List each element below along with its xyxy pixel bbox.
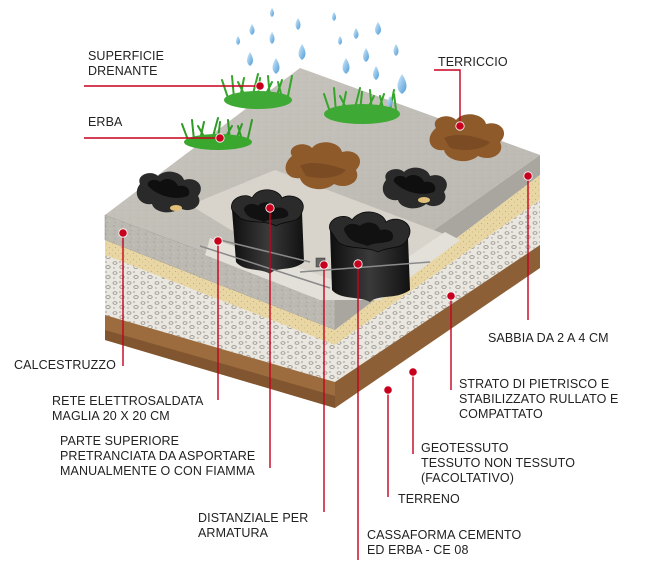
formwork-block-1 <box>231 189 304 274</box>
label-line: TERRICCIO <box>438 55 508 69</box>
label-line: STABILIZZATO RULLATO E <box>459 392 619 406</box>
label-line: TERRENO <box>398 492 460 506</box>
water-drops <box>236 8 407 107</box>
label-superficie-drenante: SUPERFICIE DRENANTE <box>88 49 164 79</box>
label-terreno: TERRENO <box>398 492 460 507</box>
label-line: ED ERBA - CE 08 <box>367 543 469 557</box>
leader-lines <box>84 69 529 560</box>
label-line: MAGLIA 20 X 20 CM <box>52 409 170 423</box>
label-line: CALCESTRUZZO <box>14 358 116 372</box>
grass-tuft-top-right <box>323 87 400 124</box>
label-line: SABBIA DA 2 A 4 CM <box>488 331 609 345</box>
label-distanziale: DISTANZIALE PER ARMATURA <box>198 511 308 541</box>
left-face-soil-shade <box>105 330 335 408</box>
open-cell-left <box>136 171 201 213</box>
label-line: ERBA <box>88 115 123 129</box>
label-parte-superiore: PARTE SUPERIORE PRETRANCIATA DA ASPORTAR… <box>60 434 255 479</box>
label-line: RETE ELETTROSALDATA <box>52 394 204 408</box>
label-geotessuto: GEOTESSUTO TESSUTO NON TESSUTO (FACOLTAT… <box>421 441 575 486</box>
rebar-mesh <box>199 239 431 289</box>
label-line: PRETRANCIATA DA ASPORTARE <box>60 449 256 463</box>
leader-terriccio <box>434 69 461 126</box>
right-face-sand <box>335 175 540 345</box>
label-line: MANUALMENTE O CON FIAMMA <box>60 464 255 478</box>
left-face-gravel <box>105 255 335 382</box>
label-line: CASSAFORMA CEMENTO <box>367 528 522 542</box>
soil-cell-center-shade <box>300 163 346 178</box>
label-sabbia: SABBIA DA 2 A 4 CM <box>488 331 609 346</box>
label-line: GEOTESSUTO <box>421 441 509 455</box>
marker-dots <box>118 81 533 395</box>
label-line: ARMATURA <box>198 526 269 540</box>
label-erba: ERBA <box>88 115 122 130</box>
label-line: DISTANZIALE PER <box>198 511 309 525</box>
left-face-sand <box>105 240 335 345</box>
label-line: COMPATTATO <box>459 407 543 421</box>
grass-tuft-top-left <box>221 73 293 109</box>
label-terriccio: TERRICCIO <box>438 55 508 70</box>
soil-cell-right-shade <box>444 135 490 150</box>
right-face-gravel <box>335 200 540 382</box>
label-pietrisco: STRATO DI PIETRISCO E STABILIZZATO RULLA… <box>459 377 618 422</box>
right-face-soil <box>335 245 540 408</box>
label-line: SUPERFICIE <box>88 49 165 63</box>
label-line: STRATO DI PIETRISCO E <box>459 377 610 391</box>
label-line: TESSUTO NON TESSUTO <box>421 456 576 470</box>
label-line: DRENANTE <box>88 64 158 78</box>
open-cell-right <box>382 167 447 209</box>
label-rete-elettrosaldata: RETE ELETTROSALDATA MAGLIA 20 X 20 CM <box>52 394 203 424</box>
formwork-block-2 <box>329 211 411 302</box>
label-calcestruzzo: CALCESTRUZZO <box>14 358 116 373</box>
label-line: PARTE SUPERIORE <box>60 434 180 448</box>
label-cassaforma: CASSAFORMA CEMENTO ED ERBA - CE 08 <box>367 528 521 558</box>
label-line: (FACOLTATIVO) <box>421 471 514 485</box>
